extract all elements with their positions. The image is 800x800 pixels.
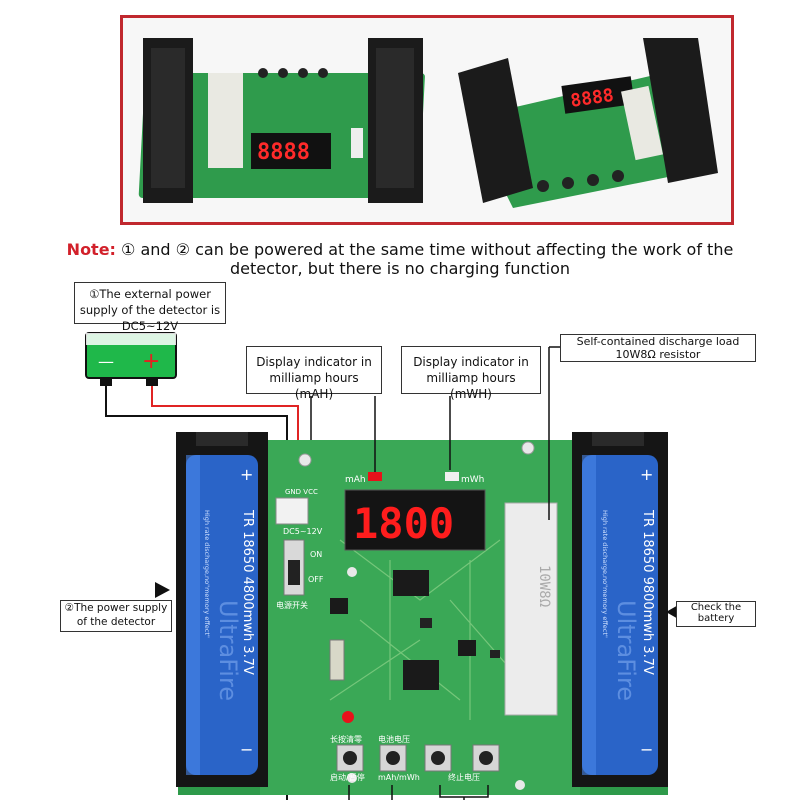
switch-on-label: ON	[310, 550, 322, 559]
button-voltage-down[interactable]	[424, 744, 452, 772]
svg-text:+: +	[240, 465, 253, 484]
button-voltage-up[interactable]	[472, 744, 500, 772]
photo-left-board: 8888	[138, 38, 425, 203]
product-photos: 8888 8888	[138, 38, 718, 208]
callout-discharge-load: Self-contained discharge load 10W8Ω resi…	[560, 334, 756, 362]
mwh-led	[445, 472, 459, 481]
btn-top-left-label: 长按清零	[330, 734, 362, 744]
callout-mwh-indicator: Display indicator in milliamp hours (mWH…	[401, 346, 541, 401]
psu-plus: +	[142, 349, 160, 374]
callout-mah-indicator: Display indicator in milliamp hours (mAH…	[246, 346, 382, 401]
btn-bottom-3-label: 终止电压	[448, 772, 480, 782]
battery-right: + − TR 18650 9800mwh 3.7V High rate disc…	[572, 432, 668, 787]
external-power-supply: — +	[85, 332, 177, 386]
note-text: Note: ① and ② can be powered at the same…	[60, 240, 740, 278]
dc-label: DC5~12V	[283, 527, 323, 536]
svg-text:+: +	[640, 465, 653, 484]
gnd-vcc-label: GND VCC	[285, 488, 318, 496]
svg-text:−: −	[640, 740, 653, 759]
mwh-label: mWh	[461, 475, 484, 485]
photo-right-board: 8888	[458, 38, 718, 208]
status-led	[342, 711, 354, 723]
battery-left-text: TR 18650 4800mwh 3.7V	[240, 509, 255, 675]
callout-external-power: ①The external power supply of the detect…	[74, 282, 226, 333]
btn-bottom-2-label: mAh/mWh	[378, 773, 420, 782]
svg-text:−: −	[240, 740, 253, 759]
resistor-label: 10W8Ω	[536, 565, 552, 607]
btn-bottom-1-label: 启动/暂停	[330, 772, 365, 782]
switch-label: 电源开关	[276, 600, 308, 610]
mah-led	[368, 472, 382, 481]
switch-off-label: OFF	[308, 575, 324, 584]
svg-text:8888: 8888	[257, 140, 310, 165]
button-mah-mwh[interactable]	[379, 744, 407, 772]
product-photo-frame: 8888 8888	[120, 15, 734, 225]
mah-label: mAh	[345, 475, 366, 485]
note-label: Note:	[66, 240, 116, 259]
arrow-right-icon	[155, 582, 170, 598]
button-start-pause[interactable]	[336, 744, 364, 772]
battery-right-text: TR 18650 9800mwh 3.7V	[640, 509, 655, 675]
note-body: ① and ② can be powered at the same time …	[115, 240, 734, 278]
psu-minus: —	[98, 352, 114, 371]
display-reading: 1800	[353, 499, 454, 548]
btn-top-right-label: 电池电压	[378, 734, 410, 744]
battery-left-brand: UltraFire	[214, 600, 242, 701]
seven-segment-display	[344, 489, 486, 551]
battery-right-brand: UltraFire	[612, 600, 640, 701]
battery-right-small: High rate discharge,no"memory effect"	[601, 510, 609, 638]
battery-left-small: High rate discharge,no"memory effect"	[203, 510, 211, 638]
callout-check-battery: Check the battery	[676, 601, 756, 627]
callout-power-supply: ②The power supply of the detector	[60, 600, 172, 632]
discharge-resistor	[504, 502, 558, 716]
battery-left: + − TR 18650 4800mwh 3.7V High rate disc…	[176, 432, 268, 787]
